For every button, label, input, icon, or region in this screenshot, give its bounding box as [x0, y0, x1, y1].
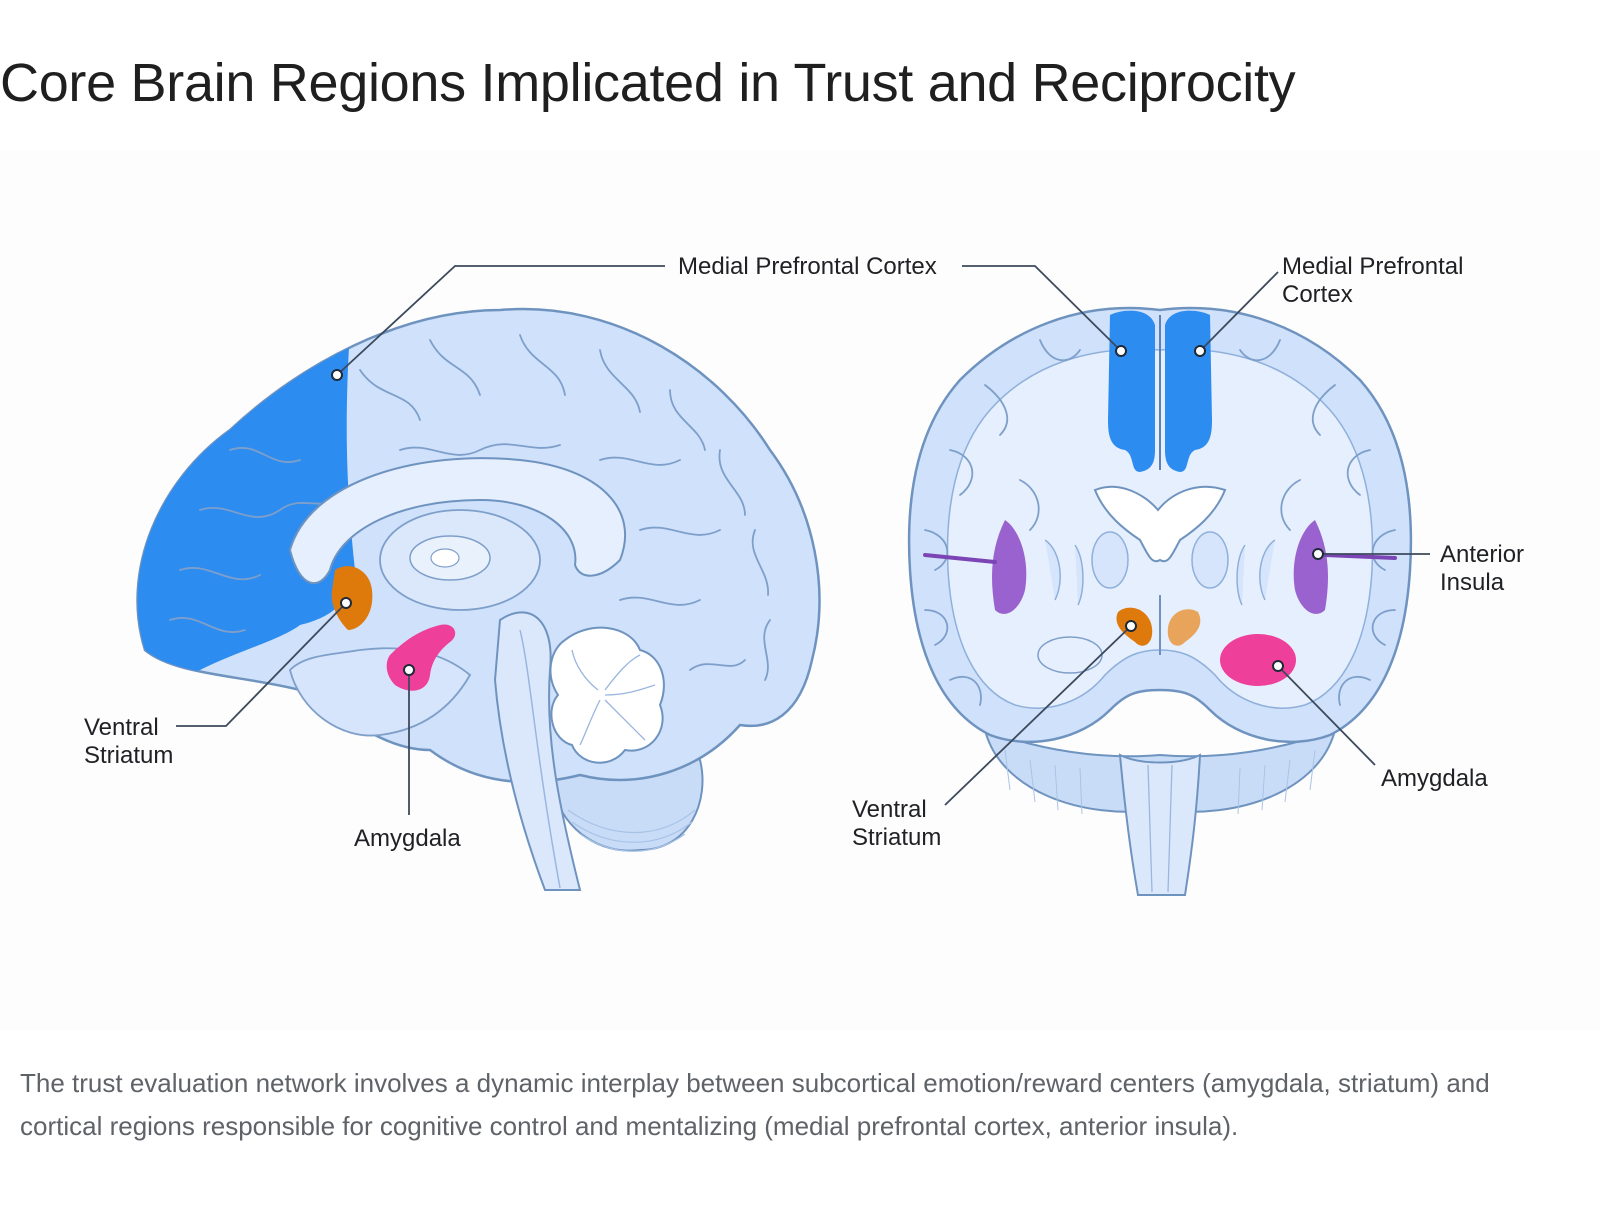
- coronal-brainstem: [1118, 753, 1202, 896]
- coronal-gyri: [924, 339, 1396, 706]
- label-sagittal-mpfc: Medial Prefrontal Cortex: [678, 253, 937, 280]
- sagittal-gyri: [169, 334, 771, 681]
- label-coronal-insula-line2: Insula: [1440, 569, 1505, 596]
- figure-caption: The trust evaluation network involves a …: [20, 1068, 1490, 1141]
- sagittal-corpus-callosum: [288, 457, 626, 585]
- coronal-insula-right-region: [1293, 520, 1328, 614]
- coronal-amygdala-region: [1220, 634, 1296, 686]
- label-coronal-amygdala: Amygdala: [1381, 765, 1488, 792]
- coronal-amygdala-marker: [1272, 660, 1284, 672]
- brain-diagram-svg: Medial Prefrontal Cortex Ventral Striatu…: [84, 253, 1524, 896]
- label-coronal-vs-line1: Ventral: [852, 796, 927, 823]
- coronal-basal-structures: [1044, 531, 1276, 606]
- coronal-insula-marker: [1312, 548, 1324, 560]
- label-coronal-vs-line2: Striatum: [852, 824, 941, 851]
- label-sagittal-vs-line1: Ventral: [84, 714, 159, 741]
- sagittal-brainstem: [493, 611, 582, 891]
- sagittal-amygdala-marker: [403, 664, 415, 676]
- coronal-hippocampus: [1037, 636, 1103, 674]
- label-coronal-mpfc-line1: Medial Prefrontal: [1282, 253, 1463, 280]
- coronal-ventricles: [1093, 485, 1227, 563]
- coronal-mpfc-left-marker: [1115, 345, 1127, 357]
- coronal-vs-right-region: [1167, 609, 1201, 646]
- coronal-brain-view: [907, 306, 1413, 896]
- sagittal-mpfc-marker: [331, 369, 343, 381]
- sagittal-vs-marker: [340, 597, 352, 609]
- page-title: Core Brain Regions Implicated in Trust a…: [0, 53, 1296, 113]
- sagittal-brain-view: [136, 307, 821, 891]
- sagittal-ventral-striatum-region: [331, 566, 373, 630]
- label-coronal-insula-line1: Anterior: [1440, 541, 1524, 568]
- label-sagittal-amygdala: Amygdala: [354, 825, 461, 852]
- coronal-insula-left-region: [992, 520, 1027, 614]
- label-sagittal-vs-line2: Striatum: [84, 742, 173, 769]
- coronal-leader-lines: [944, 265, 1430, 806]
- brain-diagram-figure: Medial Prefrontal Cortex Ventral Striatu…: [0, 150, 1600, 1030]
- sagittal-leader-lines: [176, 265, 665, 815]
- label-coronal-mpfc-line2: Cortex: [1282, 281, 1353, 308]
- sagittal-amygdala-region: [386, 624, 456, 691]
- coronal-mpfc-right-marker: [1194, 345, 1206, 357]
- coronal-vs-marker: [1125, 620, 1137, 632]
